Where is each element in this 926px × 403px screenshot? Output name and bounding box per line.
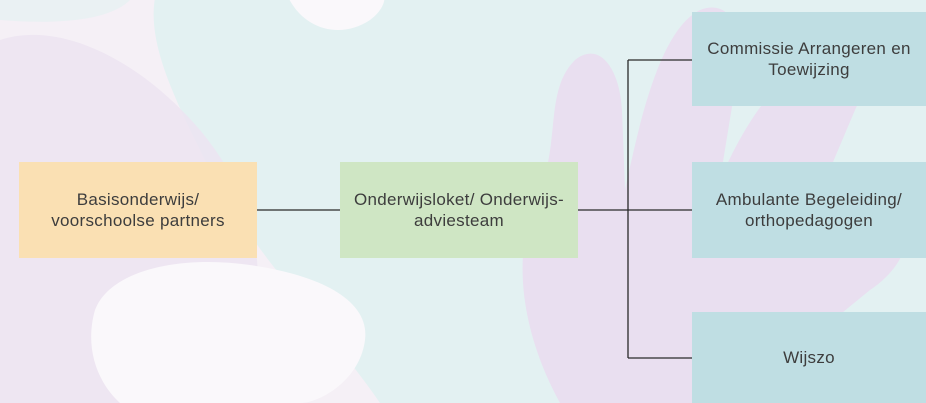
- node-commissie-arrangeren: Commissie Arrangeren en Toewijzing: [692, 12, 926, 106]
- node-onderwijsloket-label: Onderwijsloket/ Onderwijs- adviesteam: [354, 190, 564, 230]
- node-ambulante-begeleiding: Ambulante Begeleiding/ orthopedagogen: [692, 162, 926, 258]
- node-commissie-arrangeren-label: Commissie Arrangeren en Toewijzing: [707, 39, 911, 79]
- node-onderwijsloket: Onderwijsloket/ Onderwijs- adviesteam: [340, 162, 578, 258]
- teal-top-left-shape: [0, 0, 130, 22]
- white-top-shape: [289, 0, 385, 30]
- white-bottom-shape: [91, 262, 366, 403]
- node-ambulante-begeleiding-label: Ambulante Begeleiding/ orthopedagogen: [715, 190, 903, 230]
- node-basisonderwijs: Basisonderwijs/ voorschoolse partners: [19, 162, 257, 258]
- node-wijszo: Wijszo: [692, 312, 926, 403]
- node-wijszo-label: Wijszo: [783, 348, 835, 367]
- node-basisonderwijs-label: Basisonderwijs/ voorschoolse partners: [51, 190, 225, 230]
